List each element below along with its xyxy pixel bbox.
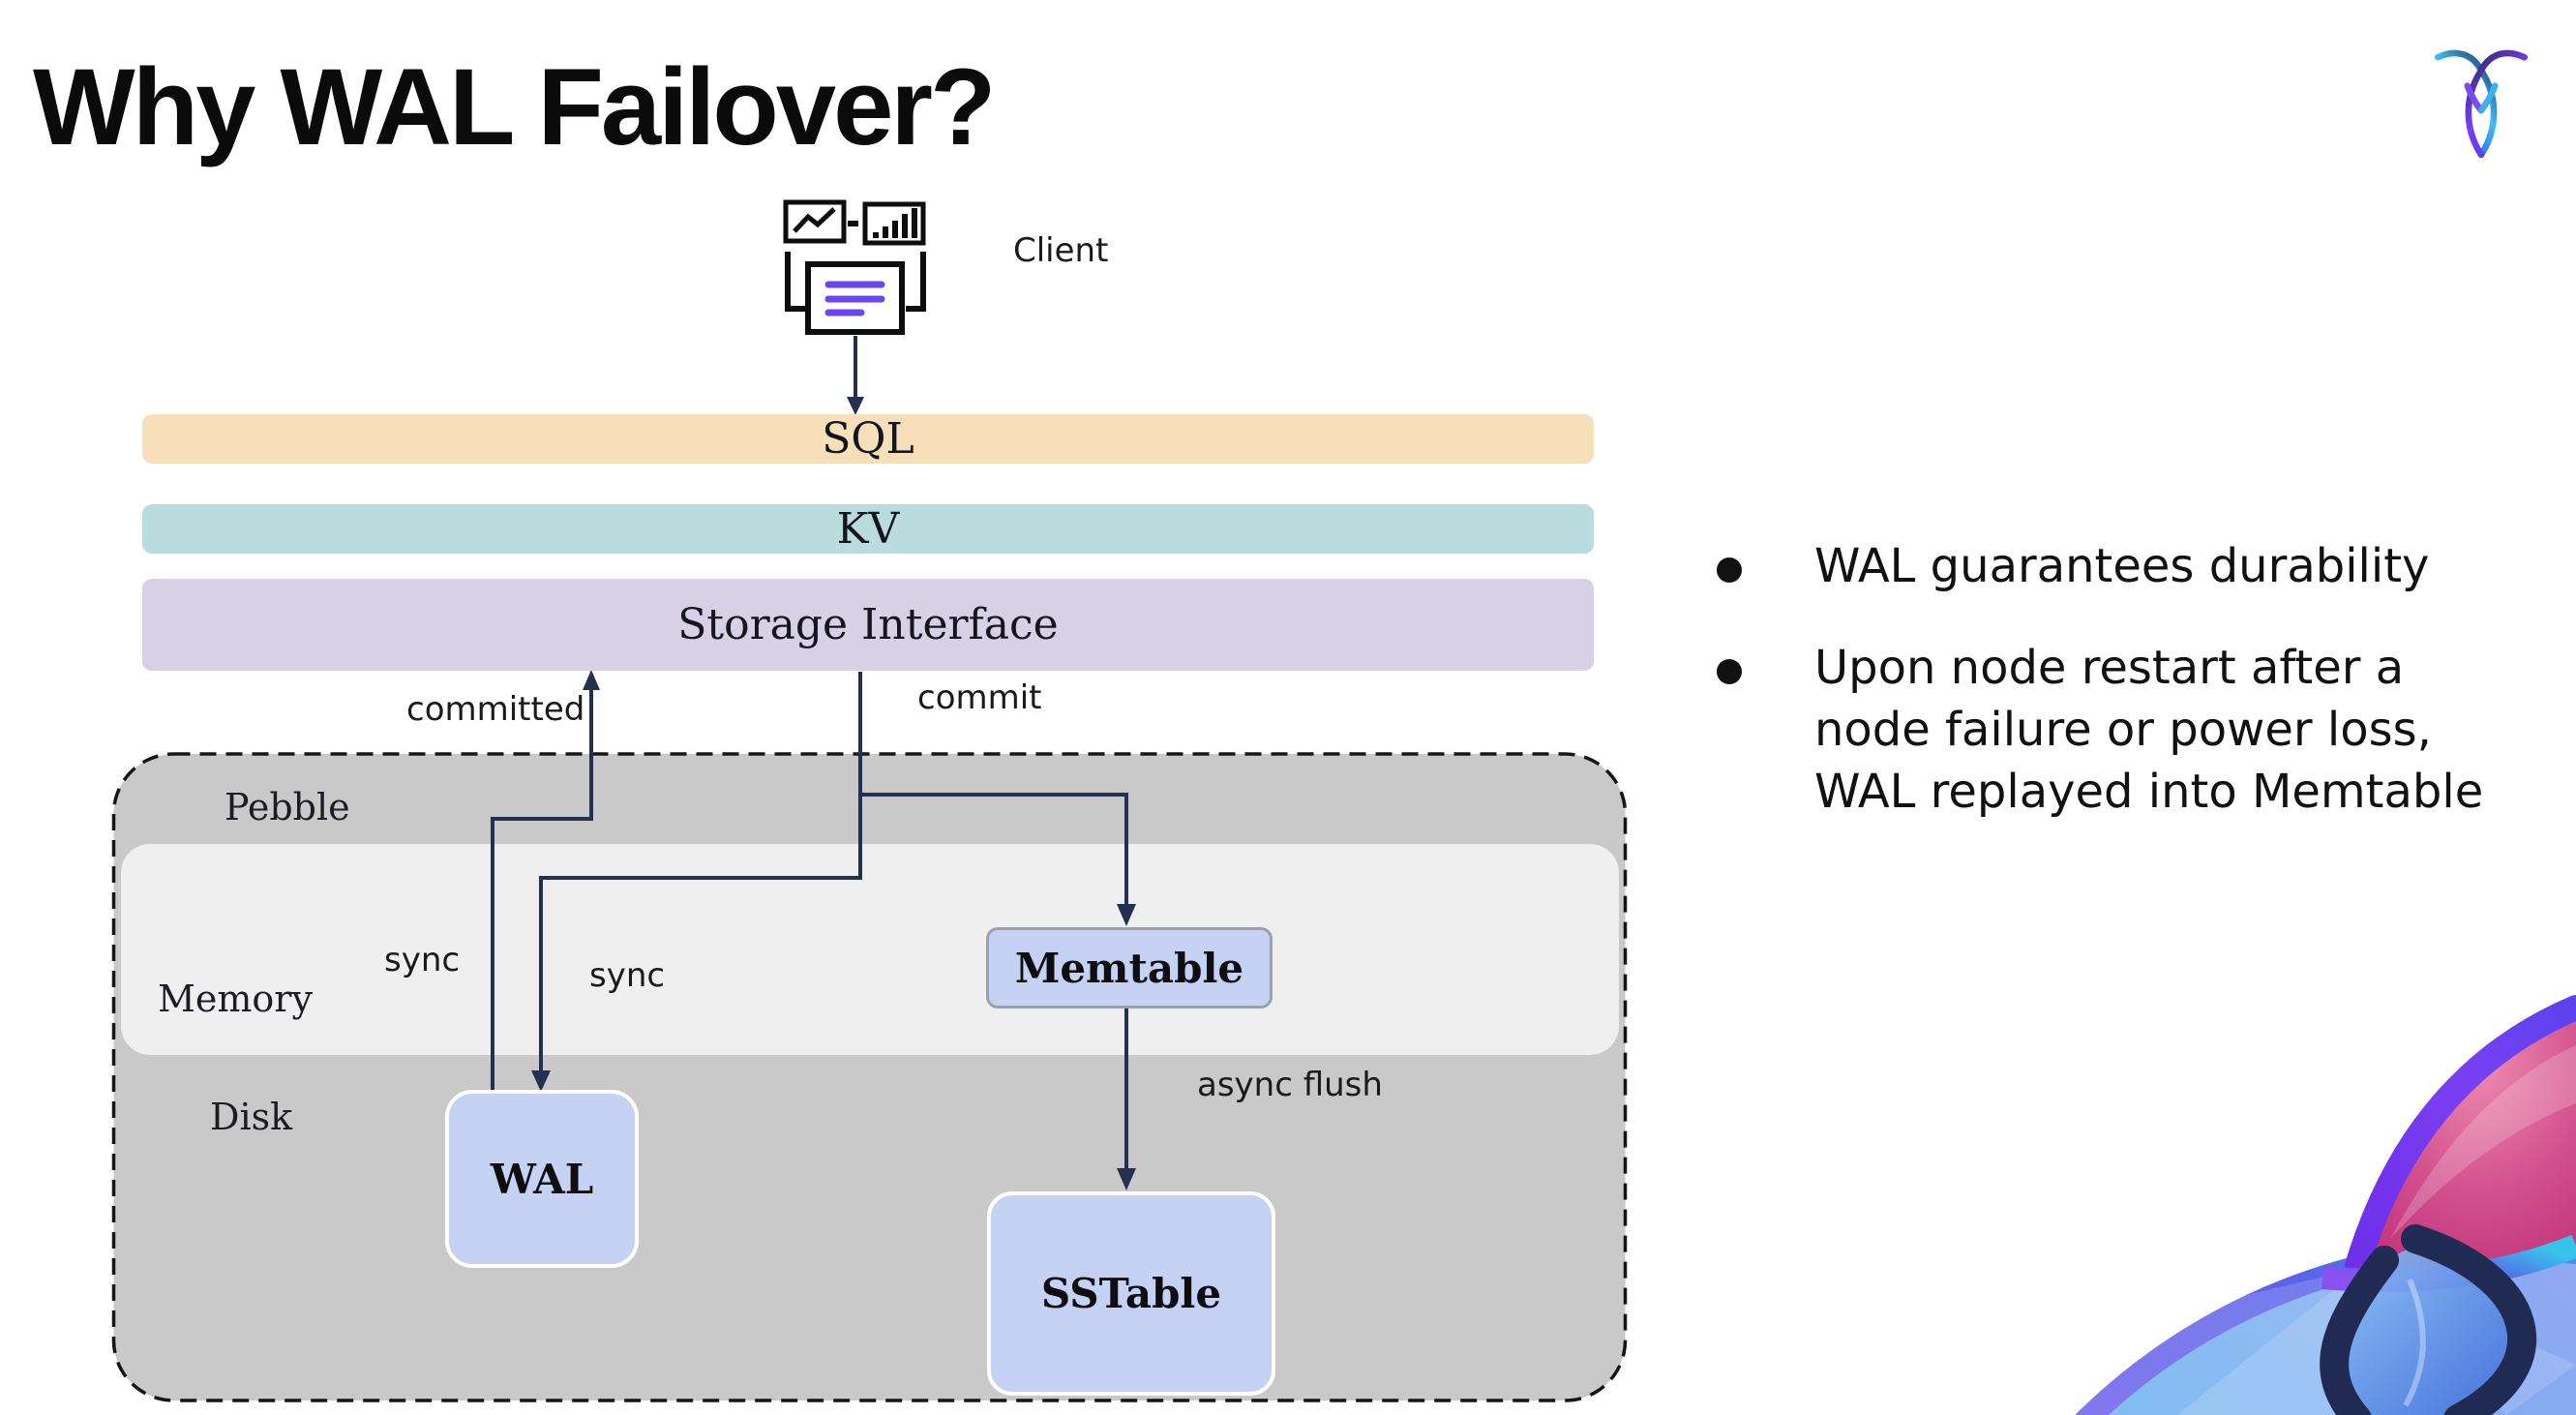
cockroachdb-brand-art xyxy=(2003,995,2576,1415)
bullet-item-durability: WAL guarantees durability xyxy=(1717,535,2430,597)
art-violet-arc xyxy=(2345,995,2576,1279)
memory-band xyxy=(121,844,1619,1055)
node-sstable-label: SSTable xyxy=(1040,1270,1222,1317)
edge-label-async-flush: async flush xyxy=(1197,1066,1383,1104)
bullet-dot xyxy=(1717,659,1742,684)
edge-label-committed: committed xyxy=(406,690,585,729)
art-leaf-fill xyxy=(2344,1245,2516,1415)
edge-committed xyxy=(491,681,593,1092)
art-leaf-vein xyxy=(2403,1278,2426,1407)
bullet-dot xyxy=(1717,557,1742,583)
art-pink-sheen xyxy=(2390,1045,2576,1239)
layer-storage-interface: Storage Interface xyxy=(142,579,1594,671)
edges xyxy=(491,336,1128,1178)
bullet-item-replay: Upon node restart after a node failure o… xyxy=(1717,637,2484,823)
arrowheads xyxy=(531,397,1136,1190)
arrowhead-client-sql xyxy=(847,397,864,415)
edge-label-sync-commit: sync xyxy=(589,956,666,995)
edge-commit-memtable xyxy=(860,793,1128,914)
bracket-icons xyxy=(785,252,926,312)
layer-kv: KV xyxy=(142,504,1594,554)
cockroachdb-logo-icon xyxy=(2434,49,2529,159)
edge-commit-sync xyxy=(539,672,862,1080)
bullet-text: WAL guarantees durability xyxy=(1814,539,2430,593)
bar-chart-bars xyxy=(873,208,917,238)
disk-label: Disk xyxy=(210,1096,293,1138)
memory-label: Memory xyxy=(158,978,313,1020)
slide-title: Why WAL Failover? xyxy=(33,46,996,167)
edge-label-sync-wal: sync xyxy=(384,941,461,979)
node-wal-label: WAL xyxy=(490,1155,594,1203)
bullet-text-line: node failure or power loss, xyxy=(1814,703,2432,757)
arrowhead-memtable xyxy=(1117,904,1136,926)
dash-icon xyxy=(848,221,858,226)
node-memtable: Memtable xyxy=(986,927,1273,1009)
art-pink-sphere xyxy=(2361,1008,2576,1272)
node-memtable-label: Memtable xyxy=(1014,944,1244,992)
layer-storage-interface-label: Storage Interface xyxy=(677,600,1059,649)
layer-sql-label: SQL xyxy=(822,414,914,464)
layer-kv-label: KV xyxy=(836,504,900,554)
client-label: Client xyxy=(1013,231,1109,270)
arrowhead-committed xyxy=(583,670,600,690)
edge-label-commit: commit xyxy=(917,678,1042,717)
bullet-text-line: WAL replayed into Memtable xyxy=(1814,765,2484,819)
bullet-text-line: Upon node restart after a xyxy=(1814,641,2405,695)
pebble-label: Pebble xyxy=(225,786,350,828)
arrowhead-sstable xyxy=(1117,1168,1136,1190)
art-navy-curves xyxy=(2320,1224,2537,1415)
client-terminal-icon xyxy=(783,199,926,335)
node-wal: WAL xyxy=(445,1090,639,1268)
node-sstable: SSTable xyxy=(987,1191,1275,1396)
document-text-lines xyxy=(824,281,885,316)
arrowhead-sync-wal xyxy=(531,1070,551,1092)
layer-sql: SQL xyxy=(142,414,1594,464)
